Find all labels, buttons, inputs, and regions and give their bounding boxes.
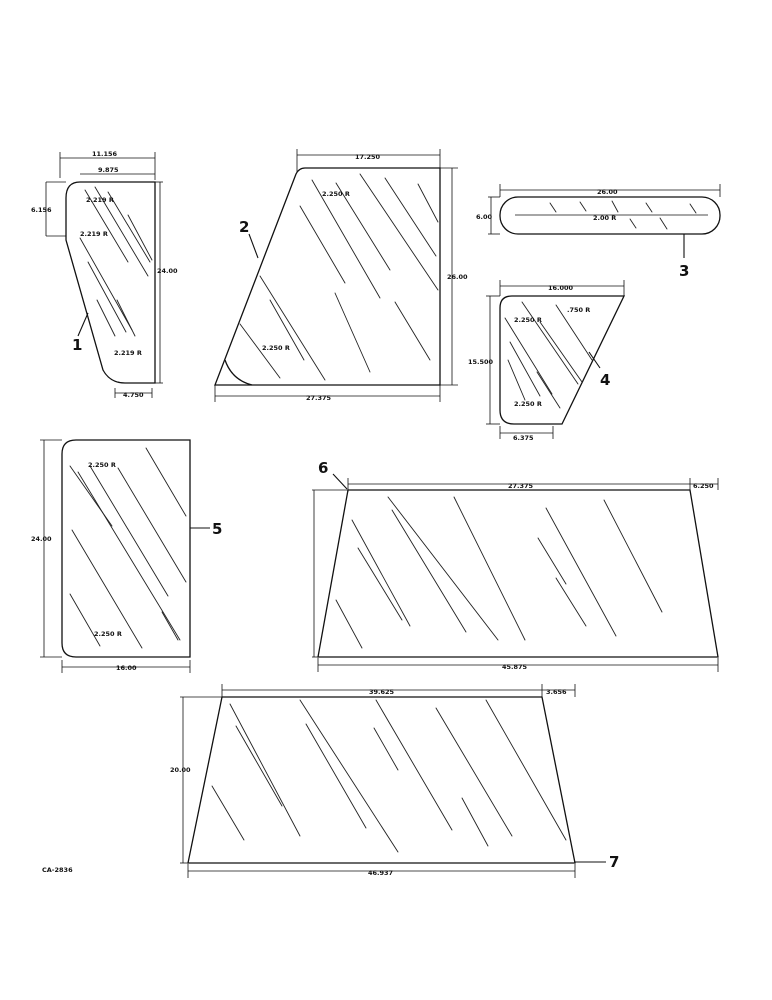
panel-5-dim: 24.00 bbox=[31, 535, 52, 543]
panel-1-dim: 6.156 bbox=[31, 206, 52, 214]
panel-4-dim: 6.375 bbox=[513, 434, 534, 442]
panel-2-callout-leader bbox=[248, 233, 259, 259]
panel-3-glass-hatching bbox=[549, 200, 697, 230]
panel-1-glass-hatching bbox=[79, 186, 153, 337]
panel-1-dim: 2.219 R bbox=[80, 230, 108, 238]
panel-1-callout-leader bbox=[77, 312, 89, 337]
panel-3: 26.00 6.00 2.00 R 3 bbox=[476, 184, 721, 280]
panel-2-dimension-lines bbox=[214, 149, 458, 402]
panel-1-dim: 2.219 R bbox=[86, 196, 114, 204]
panel-6-callout: 6 bbox=[318, 459, 328, 477]
panel-1-dim: 11.156 bbox=[92, 150, 118, 158]
panel-4-dim: 2.250 R bbox=[514, 400, 542, 408]
panel-5-outline bbox=[61, 439, 191, 658]
panel-1-dim: 9.875 bbox=[98, 166, 119, 174]
panel-7-dim: 3.656 bbox=[546, 688, 567, 696]
panel-2: 17.250 2.250 R 26.00 2.250 R 27.375 2 bbox=[214, 149, 468, 402]
panel-2-dimension-labels: 17.250 2.250 R 26.00 2.250 R 27.375 bbox=[262, 153, 468, 402]
panel-6-dim: 45.875 bbox=[502, 663, 528, 671]
panel-4-dim: 16.000 bbox=[548, 284, 574, 292]
panel-5-dim: 2.250 R bbox=[94, 630, 122, 638]
panel-7-callout: 7 bbox=[609, 853, 619, 871]
panel-6-outline bbox=[317, 489, 719, 658]
panel-4-dim: 2.250 R bbox=[514, 316, 542, 324]
panel-3-dim: 26.00 bbox=[597, 188, 618, 196]
panel-4-callout-leader bbox=[588, 351, 601, 369]
panel-2-dim: 2.250 R bbox=[322, 190, 350, 198]
panel-6-glass-hatching bbox=[335, 496, 663, 649]
panel-3-dimension-lines bbox=[488, 184, 721, 235]
panel-4-glass-hatching bbox=[504, 301, 593, 409]
panel-6: 27.375 6.250 45.875 6 bbox=[312, 459, 719, 672]
panel-7-dim: 46.937 bbox=[368, 869, 393, 877]
panel-3-callout: 3 bbox=[679, 262, 689, 280]
panel-5-dimension-lines bbox=[40, 439, 191, 673]
panel-2-outline bbox=[214, 167, 441, 386]
panel-2-dim: 27.375 bbox=[306, 394, 332, 402]
panel-7-glass-hatching bbox=[211, 699, 567, 853]
panel-7-dimension-labels: 39.625 3.656 20.00 46.937 bbox=[170, 688, 567, 877]
panel-7: 39.625 3.656 20.00 46.937 7 bbox=[170, 684, 619, 878]
panel-4: 16.000 .750 R 2.250 R 15.500 2.250 R 6.3… bbox=[468, 280, 626, 442]
panel-1-dim: 2.219 R bbox=[114, 349, 142, 357]
panel-4-dimension-labels: 16.000 .750 R 2.250 R 15.500 2.250 R 6.3… bbox=[468, 284, 590, 442]
panel-1: 11.156 9.875 6.156 2.219 R 2.219 R 24.00… bbox=[31, 150, 178, 399]
panel-5-callout: 5 bbox=[212, 520, 222, 538]
panel-2-dim: 17.250 bbox=[355, 153, 381, 161]
panel-6-dimension-labels: 27.375 6.250 45.875 bbox=[502, 482, 714, 671]
panel-7-outline bbox=[187, 696, 576, 864]
panel-1-outline bbox=[65, 181, 156, 384]
figure-code: CA-2836 bbox=[42, 866, 73, 874]
panel-1-dimension-labels: 11.156 9.875 6.156 2.219 R 2.219 R 24.00… bbox=[31, 150, 178, 399]
panel-2-callout: 2 bbox=[239, 218, 249, 236]
panel-5-glass-hatching bbox=[69, 447, 187, 649]
panel-5-dimension-labels: 2.250 R 24.00 2.250 R 16.00 bbox=[31, 461, 137, 672]
panel-2-glass-hatching bbox=[239, 173, 439, 381]
panel-3-dim: 6.00 bbox=[476, 213, 493, 221]
panel-4-callout: 4 bbox=[600, 371, 610, 389]
panel-2-dim: 26.00 bbox=[447, 273, 468, 281]
panel-1-dim: 4.750 bbox=[123, 391, 144, 399]
panel-5-dim: 2.250 R bbox=[88, 461, 116, 469]
panel-1-dimension-lines bbox=[45, 152, 163, 398]
panel-4-outline bbox=[499, 295, 626, 425]
panel-6-callout-leader bbox=[332, 473, 348, 490]
panel-6-dim: 6.250 bbox=[693, 482, 714, 490]
panel-7-dim: 39.625 bbox=[369, 688, 395, 696]
panel-6-dimension-lines bbox=[312, 478, 719, 672]
panel-6-dim: 27.375 bbox=[508, 482, 534, 490]
panel-3-dimension-labels: 26.00 6.00 2.00 R bbox=[476, 188, 618, 222]
panel-4-dim: .750 R bbox=[567, 306, 590, 314]
panel-3-dim: 2.00 R bbox=[593, 214, 616, 222]
panel-1-dim: 24.00 bbox=[157, 267, 178, 275]
panel-2-dim: 2.250 R bbox=[262, 344, 290, 352]
panel-1-callout: 1 bbox=[72, 336, 82, 354]
panel-5: 2.250 R 24.00 2.250 R 16.00 5 bbox=[31, 439, 222, 673]
panel-5-dim: 16.00 bbox=[116, 664, 137, 672]
panel-3-outline bbox=[499, 196, 721, 235]
panel-4-dim: 15.500 bbox=[468, 358, 494, 366]
panel-7-dim: 20.00 bbox=[170, 766, 191, 774]
panel-7-dimension-lines bbox=[180, 684, 576, 878]
panel-4-dimension-lines bbox=[486, 280, 625, 439]
panel-2-corner-arc bbox=[224, 359, 253, 386]
